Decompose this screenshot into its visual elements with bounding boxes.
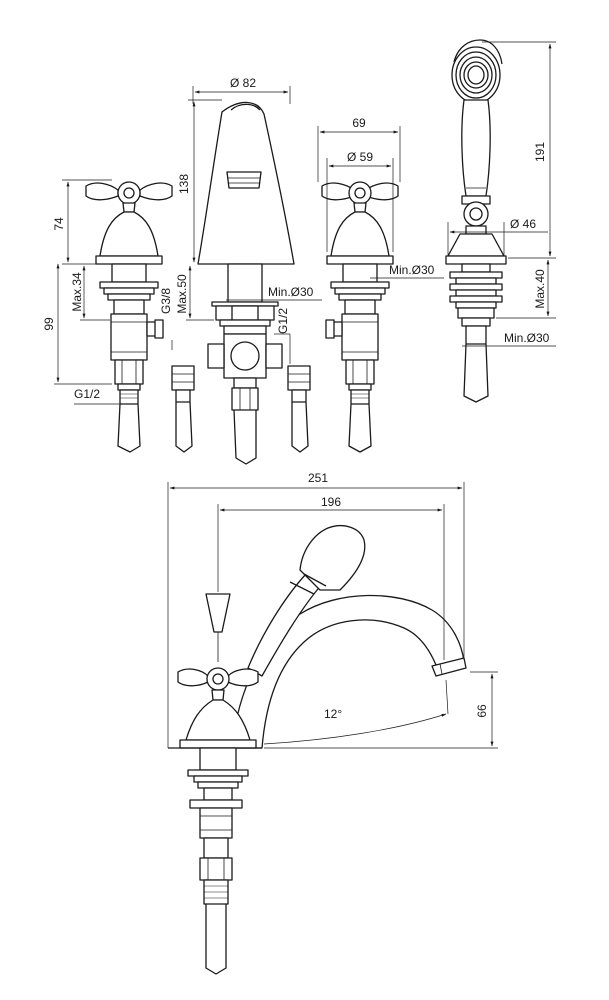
right-cross-handle (321, 181, 399, 453)
dim-min-hole-shower: Min.Ø30 (504, 331, 550, 345)
dim-min-hole-spout: Min.Ø30 (268, 285, 314, 299)
dim-diameter-82: Ø 82 (230, 76, 256, 90)
left-handle-dimensions: 74 99 Max.34 G1/2 (42, 179, 120, 405)
hand-shower-dimensions: 191 Ø 46 Max.40 Min.Ø30 (447, 41, 556, 347)
spout-dimensions: Ø 82 138 Max.50 G3/8 G1/2 Min.Ø30 (159, 76, 322, 364)
dim-138: 138 (177, 174, 191, 194)
left-supply-hose (171, 365, 195, 453)
dim-69: 69 (352, 116, 366, 130)
thread-g38: G3/8 (159, 288, 173, 314)
dim-196: 196 (321, 495, 341, 509)
dim-max40: Max.40 (533, 269, 547, 309)
dim-min-hole-right: Min.Ø30 (389, 263, 435, 277)
right-handle-dimensions: 69 Ø 59 Min.Ø30 (317, 116, 444, 279)
dim-99: 99 (42, 317, 56, 331)
thread-g12-left: G1/2 (74, 387, 100, 401)
left-cross-handle (85, 181, 173, 453)
right-supply-hose (287, 365, 311, 453)
dim-251: 251 (308, 471, 328, 485)
side-view-assembly (168, 525, 467, 975)
dim-angle-12: 12° (324, 707, 342, 721)
dim-max50: Max.50 (175, 274, 189, 314)
dim-max34: Max.34 (70, 272, 84, 312)
dim-66: 66 (475, 704, 489, 718)
thread-g12-spout: G1/2 (276, 308, 290, 334)
dim-diameter-59: Ø 59 (347, 150, 373, 164)
hand-shower (445, 39, 507, 403)
dim-191: 191 (533, 142, 547, 162)
spout-top-view (197, 101, 295, 465)
dim-diameter-46: Ø 46 (510, 217, 536, 231)
dim-74: 74 (52, 217, 66, 231)
side-view-dimensions: 251 196 12° 66 (167, 471, 498, 749)
